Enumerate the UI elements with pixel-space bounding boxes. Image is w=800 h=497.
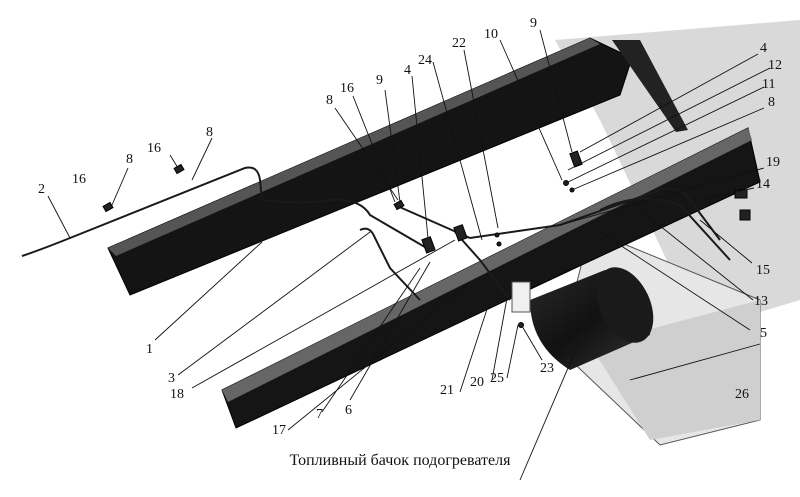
figure-caption: Топливный бачок подогревателя xyxy=(289,452,511,469)
callout-16c: 16 xyxy=(147,141,161,156)
callout-13: 13 xyxy=(754,294,768,309)
callout-12: 12 xyxy=(768,58,782,73)
callout-26: 26 xyxy=(735,387,749,402)
callout-5: 5 xyxy=(760,326,767,341)
upper-frame-rail xyxy=(107,37,633,296)
callout-18: 18 xyxy=(170,387,184,402)
callout-4b: 4 xyxy=(760,41,767,56)
callout-8a: 8 xyxy=(326,93,333,108)
leader-lines xyxy=(47,29,771,481)
fuel-tank xyxy=(511,267,654,370)
callout-14: 14 xyxy=(756,177,770,192)
callout-20: 20 xyxy=(470,375,484,390)
cross-member xyxy=(612,40,688,132)
callout-8b: 8 xyxy=(126,152,133,167)
callout-4a: 4 xyxy=(404,63,411,78)
callout-10: 10 xyxy=(484,27,498,42)
callout-2: 2 xyxy=(38,182,45,197)
callout-25: 25 xyxy=(490,371,504,386)
callout-labels: 1 2 3 4 4 5 6 7 8 8 8 8 9 9 10 11 12 13 … xyxy=(38,16,782,438)
callout-7: 7 xyxy=(316,407,323,422)
callout-24: 24 xyxy=(418,53,432,68)
callout-6: 6 xyxy=(345,403,352,418)
callout-19: 19 xyxy=(766,155,780,170)
callout-23: 23 xyxy=(540,361,554,376)
callout-3: 3 xyxy=(168,371,175,386)
callout-16a: 16 xyxy=(340,81,354,96)
callout-9b: 9 xyxy=(530,16,537,31)
callout-11: 11 xyxy=(762,77,775,92)
fuel-lines xyxy=(21,166,731,301)
callout-8d: 8 xyxy=(768,95,775,110)
callout-17: 17 xyxy=(272,423,286,438)
callout-8c: 8 xyxy=(206,125,213,140)
callout-15: 15 xyxy=(756,263,770,278)
callout-9a: 9 xyxy=(376,73,383,88)
callout-22: 22 xyxy=(452,36,466,51)
fittings xyxy=(102,150,751,328)
callout-16b: 16 xyxy=(72,172,86,187)
callout-1: 1 xyxy=(146,342,153,357)
callout-21: 21 xyxy=(440,383,454,398)
